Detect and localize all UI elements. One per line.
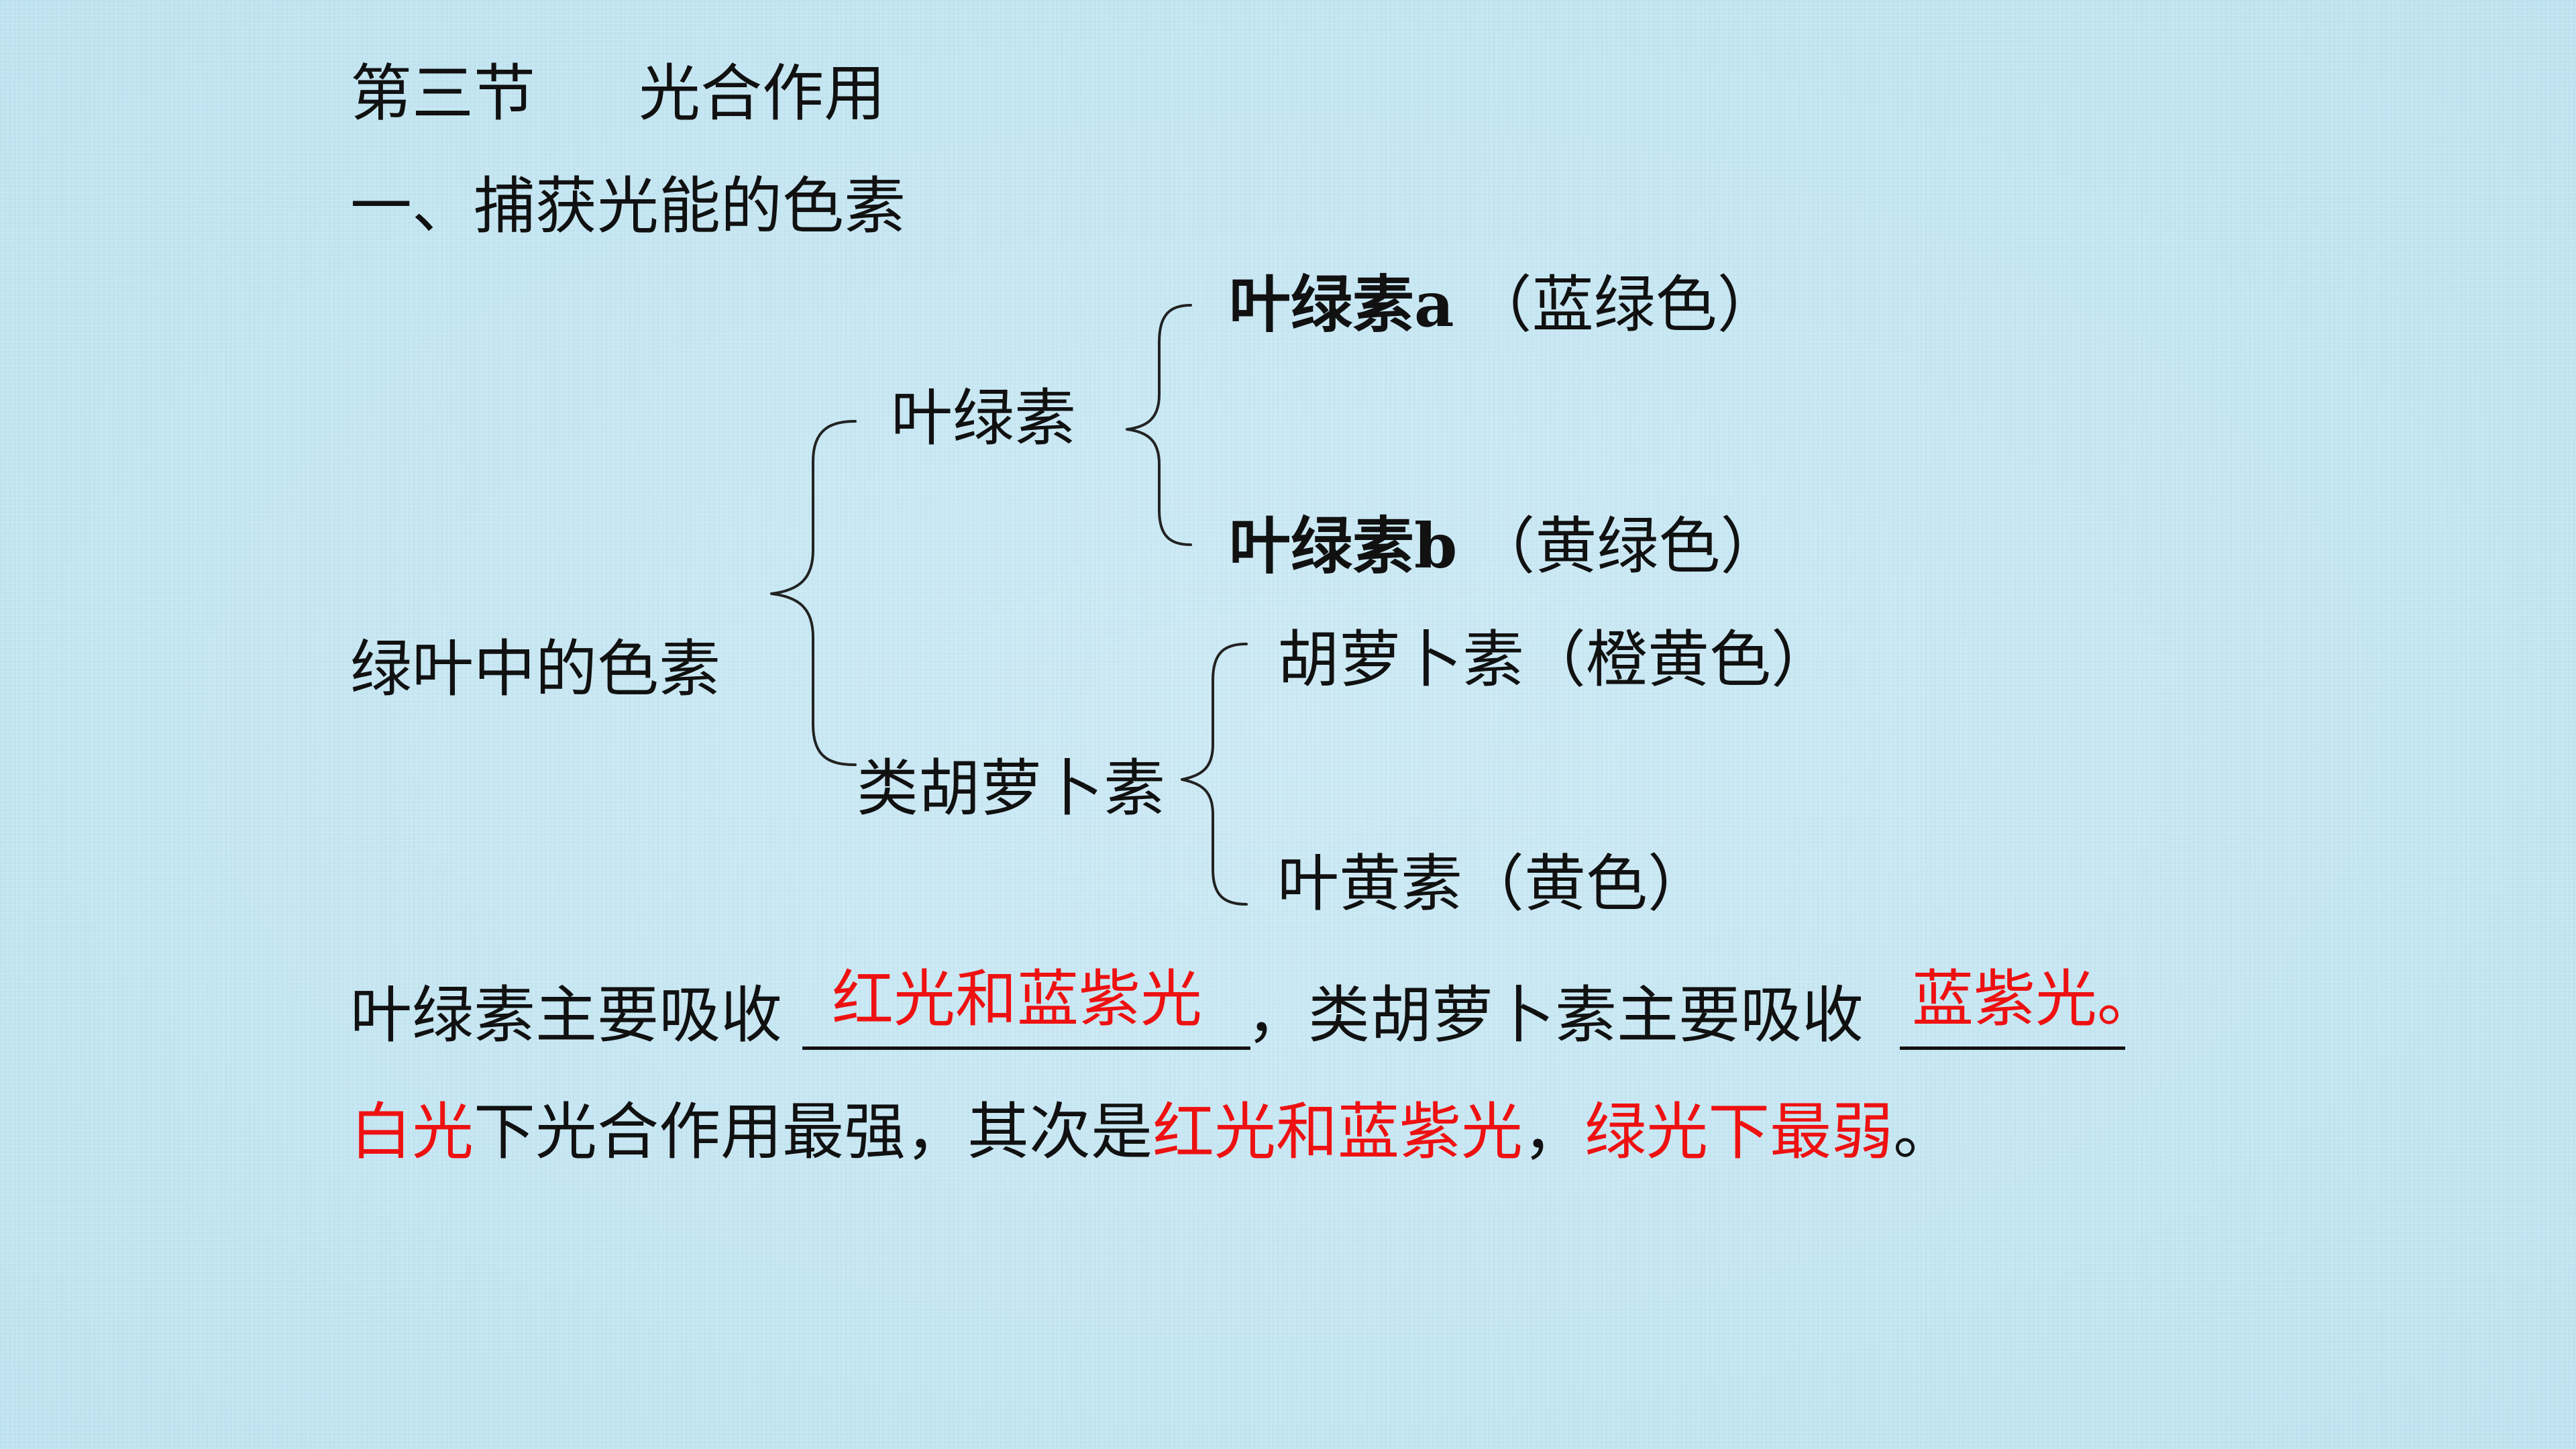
answer-1-text: 红光和蓝紫光 xyxy=(832,963,1203,1035)
conclusion-text-1: 下光合作用最强，其次是 xyxy=(474,1096,1153,1168)
conclusion-period: 。 xyxy=(1893,1096,1955,1168)
chlorophyll-b-row: 叶绿素b（黄绿色） xyxy=(1229,515,1782,578)
answer-2-period: 。 xyxy=(2097,963,2159,1035)
red-blue-light-text: 红光和蓝紫光 xyxy=(1152,1096,1523,1168)
white-light-text: 白光 xyxy=(350,1096,474,1168)
chlorophyll-brace xyxy=(1126,304,1192,546)
carotene-label: 胡萝卜素（橙黄色） xyxy=(1277,624,1833,696)
absorption-prefix: 叶绿素主要吸收 xyxy=(350,979,783,1051)
section-subtitle: 一、捕获光能的色素 xyxy=(350,170,906,242)
root-brace xyxy=(770,420,857,766)
chlorophyll-label: 叶绿素 xyxy=(891,382,1077,454)
chlorophyll-a-label: 叶绿素a xyxy=(1229,268,1454,341)
chlorophyll-b-color: （黄绿色） xyxy=(1473,511,1782,582)
carotenoid-brace xyxy=(1181,643,1248,906)
page-title: 光合作用 xyxy=(639,58,886,129)
xanthophyll-label: 叶黄素（黄色） xyxy=(1277,848,1710,920)
section-number: 第三节 xyxy=(350,58,536,129)
light-conclusion: 白光下光合作用最强，其次是红光和蓝紫光，绿光下最弱。 xyxy=(350,1102,1955,1163)
green-light-text: 绿光下最弱 xyxy=(1585,1096,1894,1168)
answer-blank-2 xyxy=(1900,1046,2125,1050)
chlorophyll-b-label: 叶绿素b xyxy=(1229,510,1458,582)
chlorophyll-a-row: 叶绿素a（蓝绿色） xyxy=(1229,274,1779,336)
absorption-middle: ，类胡萝卜素主要吸收 xyxy=(1246,979,1864,1051)
conclusion-comma: ， xyxy=(1523,1096,1585,1168)
carotenoid-label: 类胡萝卜素 xyxy=(857,753,1166,824)
answer-2-text: 蓝紫光 xyxy=(1912,963,2098,1035)
answer-2-row: 蓝紫光。 xyxy=(1912,969,2159,1030)
chlorophyll-a-color: （蓝绿色） xyxy=(1470,269,1779,341)
answer-blank-1 xyxy=(802,1046,1250,1050)
pigment-root-label: 绿叶中的色素 xyxy=(350,633,721,705)
